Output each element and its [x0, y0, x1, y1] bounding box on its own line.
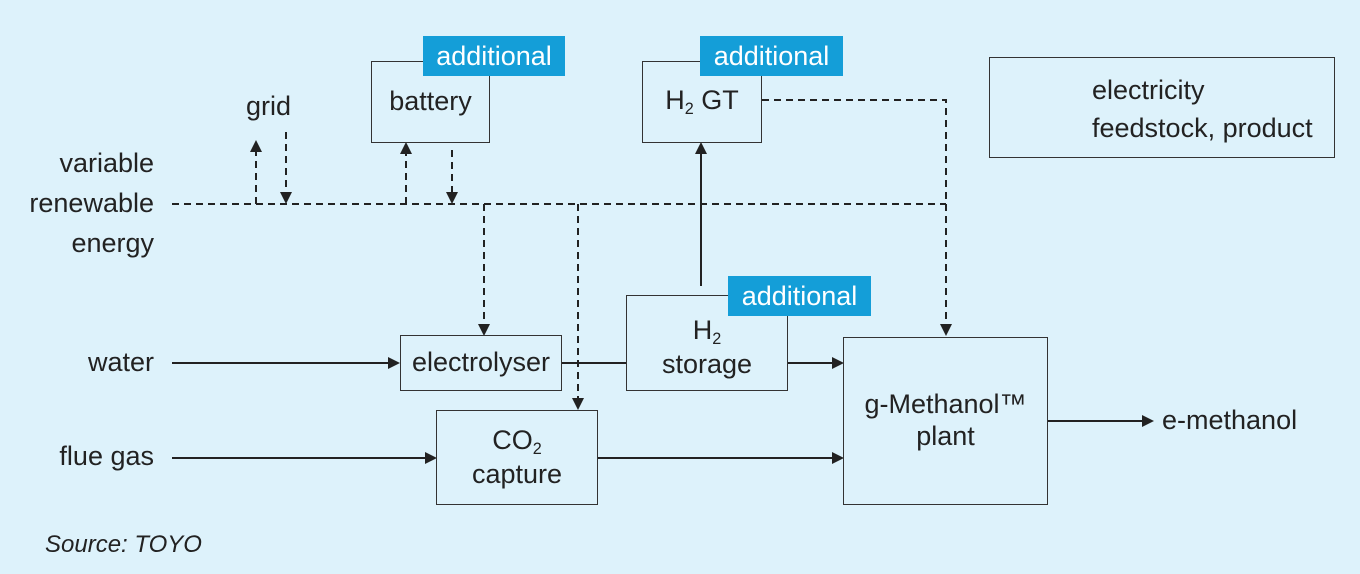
co2-capture-box: CO2 capture [436, 410, 598, 505]
electrolyser-label: electrolyser [411, 347, 551, 378]
h2-gt-additional-tag: additional [700, 36, 843, 76]
g-methanol-plant-box: g-Methanol™ plant [843, 337, 1048, 505]
legend-feedstock-label: feedstock, product [1092, 113, 1313, 143]
electrolyser-box: electrolyser [400, 335, 562, 391]
vre-label-line1: variable [59, 148, 154, 178]
grid-label: grid [246, 91, 292, 121]
h2-storage-label-line1: H2 [692, 315, 722, 348]
source-note: Source: TOYO [45, 531, 202, 558]
e-methanol-label: e-methanol [1162, 405, 1298, 435]
plant-label-line2: plant [916, 421, 975, 451]
h2-storage-additional-tag: additional [728, 276, 871, 316]
flue-gas-label: flue gas [59, 441, 154, 471]
h2-gt-label: H2 GT [665, 85, 739, 118]
co2-capture-label-line2: capture [471, 458, 563, 489]
legend-electricity-label: electricity [1092, 75, 1205, 105]
h2-storage-label-line2: storage [661, 349, 753, 380]
plant-label-line1: g-Methanol™ [864, 389, 1027, 420]
h2gt-to-plant-arrow [762, 99, 952, 336]
vre-label-line3: energy [71, 228, 154, 258]
battery-label: battery [389, 86, 472, 117]
legend-box [989, 57, 1335, 158]
co2-capture-label-line1: CO2 [492, 424, 542, 458]
water-label: water [87, 347, 154, 377]
vre-label-line2: renewable [29, 188, 154, 218]
battery-additional-tag: additional [423, 36, 565, 76]
